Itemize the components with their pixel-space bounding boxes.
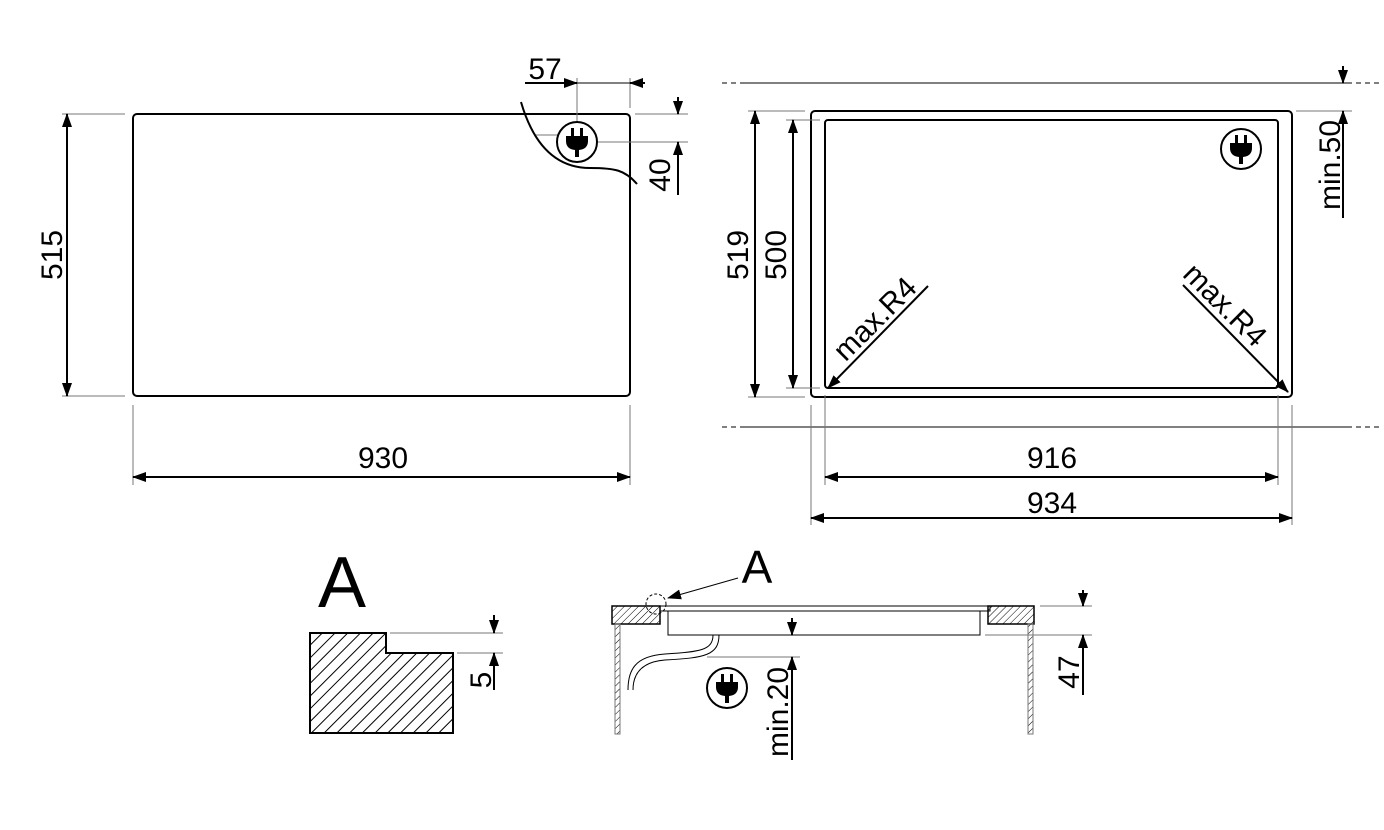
depth-label: 515 — [36, 230, 69, 280]
outer-depth-label: 519 — [722, 230, 755, 280]
hatched-profile — [309, 632, 454, 734]
plug-icon — [1220, 128, 1262, 170]
width-label: 930 — [358, 442, 408, 475]
height-label: 47 — [1053, 655, 1086, 688]
section-view: A min.20 47 — [611, 541, 1092, 760]
hob-body — [667, 610, 981, 636]
detail-ref-label: A — [742, 541, 773, 593]
radius-left-label: max.R4 — [827, 271, 923, 367]
plug-icon — [556, 121, 598, 163]
plug-offset-y-label: 40 — [644, 158, 677, 191]
cutout-view: min.50 519 500 916 934 max.R4 max.R4 — [722, 66, 1382, 525]
cable-area-curve — [520, 101, 638, 185]
top-view: 515 930 57 40 — [36, 53, 688, 485]
plug-icon — [706, 667, 748, 709]
detail-a: A 5 — [309, 543, 503, 734]
plug-offset-x-label: 57 — [528, 53, 561, 86]
detail-title: A — [318, 543, 366, 623]
radius-right-label: max.R4 — [1177, 257, 1273, 353]
cutout-inner — [824, 119, 1279, 389]
clearance-below-label: min.20 — [762, 667, 795, 757]
outer-width-label: 934 — [1027, 487, 1077, 520]
inner-width-label: 916 — [1027, 442, 1077, 475]
cutout-outer — [810, 110, 1293, 398]
hob-outline — [132, 113, 631, 397]
clearance-label: min.50 — [1314, 120, 1347, 210]
step-label: 5 — [465, 672, 498, 689]
inner-depth-label: 500 — [760, 230, 793, 280]
